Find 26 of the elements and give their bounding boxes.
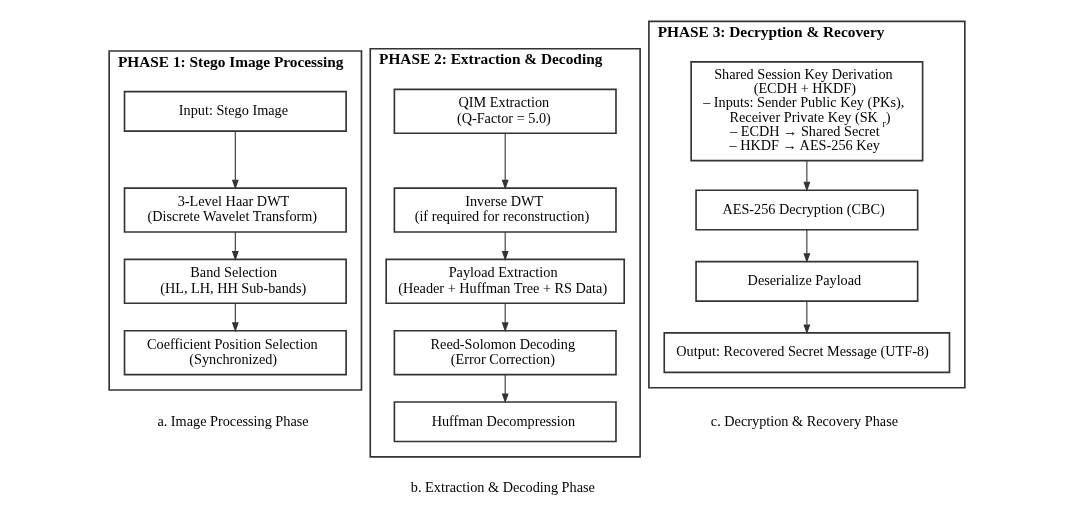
arrow: [501, 374, 509, 404]
arrow: [501, 132, 509, 190]
node-label: b. Extraction & Decoding Phase: [410, 479, 595, 496]
node-label: a. Image Processing Phase: [157, 412, 309, 429]
arrow: [803, 160, 811, 192]
arrow: [501, 303, 509, 333]
arrow: [501, 231, 509, 261]
node-box: Reed-Solomon Decoding (Error Correction): [393, 329, 617, 376]
node-box: Band Selection (HL, LH, HH Sub-bands): [123, 258, 347, 305]
node-box: Inverse DWT (if required for reconstruction): [393, 187, 617, 233]
arrow: [803, 229, 811, 264]
node-box: Huffman Decompression: [393, 401, 617, 443]
node-box: Output: Recovered Secret Message (UTF-8): [663, 332, 951, 374]
arrow: [231, 303, 239, 333]
node-label: c. Decryption & Recovery Phase: [710, 412, 899, 429]
node-box: AES-256 Decryption (CBC): [695, 189, 919, 231]
node-box: Coefficient Position Selection (Synchronized): [123, 329, 347, 376]
node-box: Shared Session Key Derivation (ECDH + HKDF) – Inputs: Sender Public Key (PKs), Receiver Private Key (SK$_{r}$) – ECDH → Shared Secret – HKDF → AES-256 Key: [690, 61, 924, 162]
node-box: Input: Stego Image: [123, 90, 347, 132]
arrow: [803, 300, 811, 335]
arrow: [231, 130, 239, 190]
arrow: [231, 231, 239, 261]
node-box: 3-Level Haar DWT (Discrete Wavelet Transform): [123, 187, 347, 233]
node-box: QIM Extraction (Q-Factor = 5.0): [393, 88, 617, 135]
node-box: Deserialize Payload: [695, 260, 919, 302]
node-box: Payload Extraction (Header + Huffman Tree + RS Data): [385, 258, 626, 305]
